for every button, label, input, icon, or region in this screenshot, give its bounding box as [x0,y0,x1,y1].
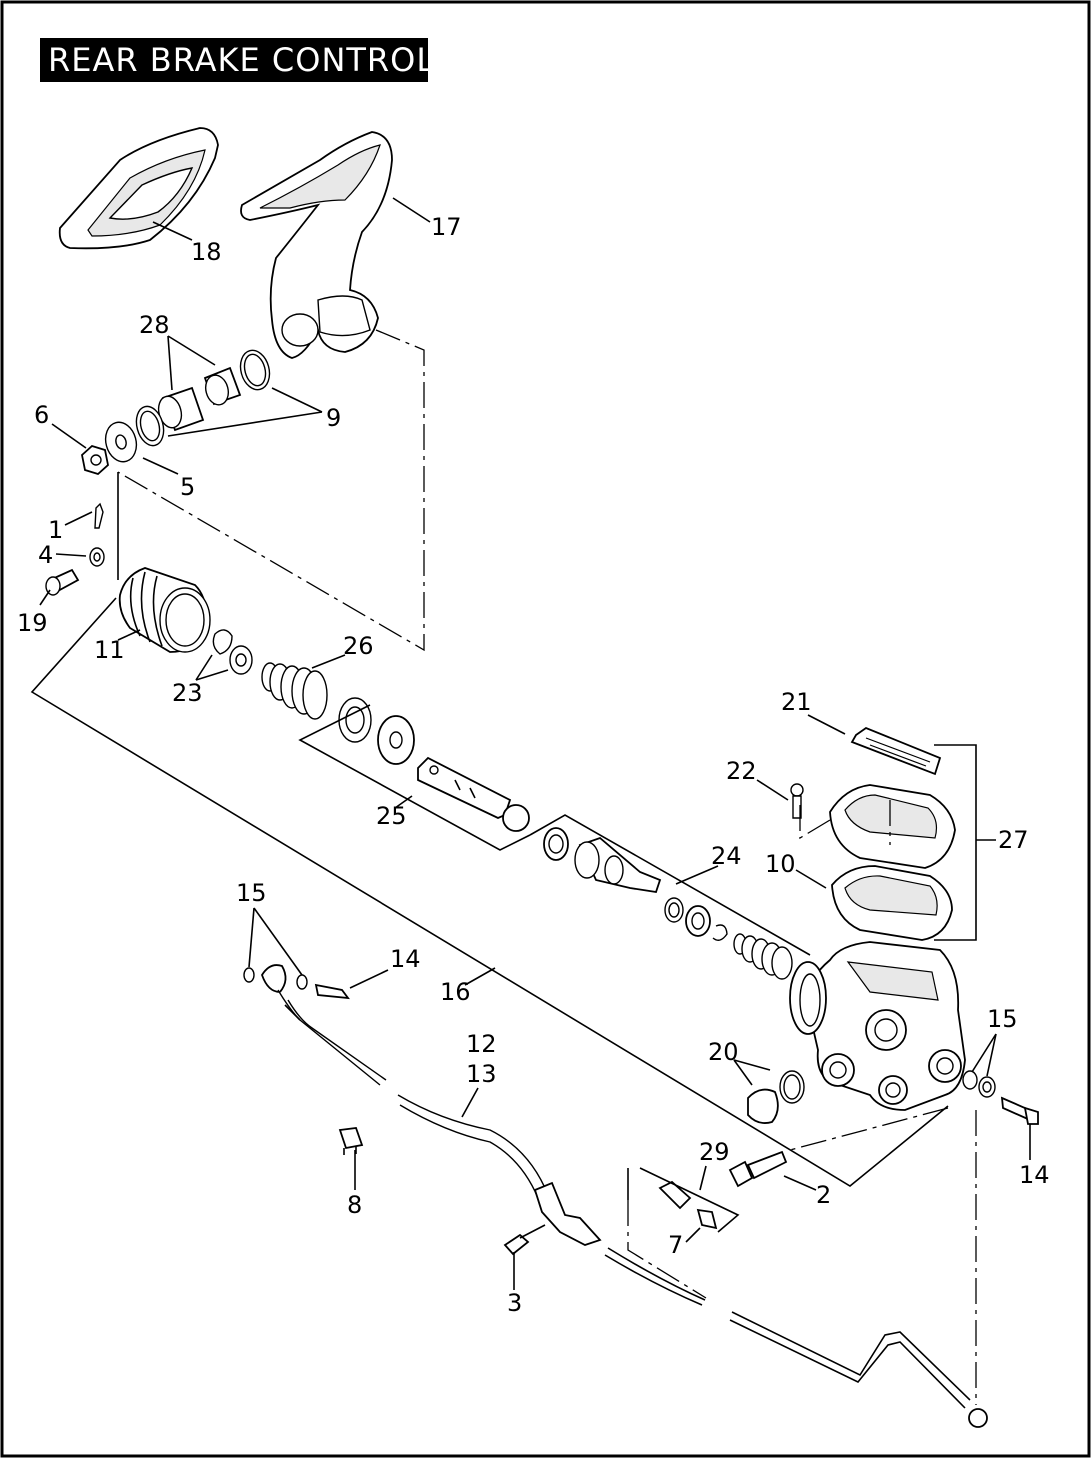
part-brake-pedal [240,131,393,359]
part-clip [338,1127,364,1155]
callout-15-left: 15 [236,879,267,907]
callout-26: 26 [343,632,374,660]
callout-15-right: 15 [987,1005,1018,1033]
part-stop-switch [658,1180,718,1230]
leader-lines [30,197,1031,1290]
callout-10: 10 [765,850,796,878]
part-piston-assembly [543,827,728,941]
callout-20: 20 [708,1038,739,1066]
callout-11: 11 [94,636,125,664]
callout-29: 29 [699,1138,730,1166]
part-brake-hose [277,989,602,1246]
part-retaining-ring [212,629,253,675]
callout-3: 3 [507,1289,522,1317]
callout-27: 27 [998,826,1029,854]
callout-8: 8 [347,1191,362,1219]
callout-4: 4 [38,541,53,569]
part-bolt-3 [503,1224,546,1256]
callout-5: 5 [180,473,195,501]
callout-23: 23 [172,679,203,707]
part-cap [747,1070,805,1124]
part-banjo-bolt-left [243,964,350,1000]
part-return-spring [733,933,793,980]
callout-labels: 18 17 28 9 6 5 1 4 19 11 23 26 25 21 22 … [17,213,1050,1317]
part-bushings [81,349,271,476]
callout-16: 16 [440,978,471,1006]
callout-25: 25 [376,802,407,830]
callout-17: 17 [431,213,462,241]
part-master-cylinder [789,941,966,1111]
callout-14-right: 14 [1019,1161,1050,1189]
callout-19: 19 [17,609,48,637]
callout-21: 21 [781,688,812,716]
callout-14-left: 14 [390,945,421,973]
callout-24: 24 [711,842,742,870]
title-banner [40,38,428,82]
page-title: REAR BRAKE CONTROL [48,41,436,79]
callout-2: 2 [816,1181,831,1209]
callout-12: 12 [466,1030,497,1058]
callout-22: 22 [726,757,757,785]
part-bolt-2 [728,1150,788,1188]
callout-6: 6 [34,401,49,429]
callout-7: 7 [668,1231,683,1259]
part-reservoir-cover [790,726,956,941]
callout-13: 13 [466,1060,497,1088]
part-brake-line [604,1247,988,1428]
part-boot [118,567,211,653]
callout-9: 9 [326,404,341,432]
part-pushrod [338,697,530,832]
dashed-alignment-lines [117,329,977,1405]
part-pedal-pad [58,127,219,250]
part-spring-26 [261,662,328,720]
callout-1: 1 [48,516,63,544]
part-clevis-pin-group [45,502,105,596]
part-banjo-bolt-right [962,1070,1039,1125]
callout-28: 28 [139,311,170,339]
callout-18: 18 [191,238,222,266]
